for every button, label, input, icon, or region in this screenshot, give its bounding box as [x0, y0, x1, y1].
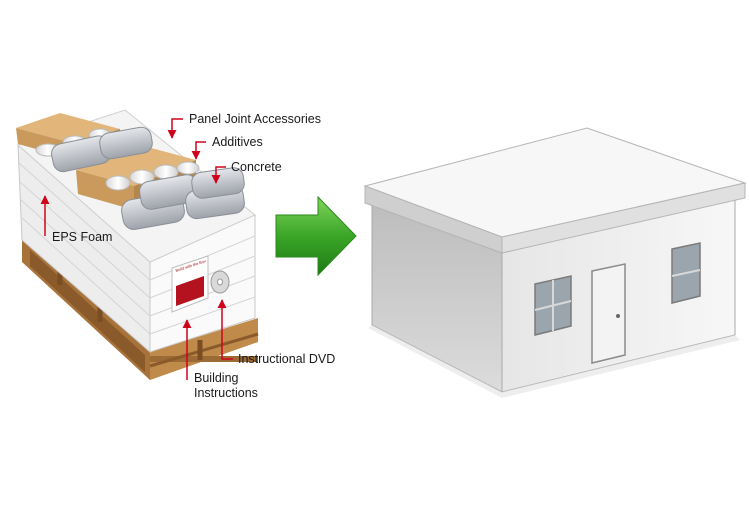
building-instructions-booklet: Build with the Box [171, 255, 209, 313]
label-building-instructions: Building Instructions [194, 371, 274, 401]
callout-arrows [40, 118, 233, 380]
label-building-line-2: Instructions [194, 386, 258, 400]
additive-cans [35, 128, 200, 191]
callout-additives [191, 141, 206, 160]
concrete-bags [51, 126, 245, 230]
transition-arrow-icon [275, 195, 357, 277]
house-window-right [671, 242, 701, 304]
label-instructional-dvd: Instructional DVD [238, 352, 336, 366]
callout-concrete [211, 166, 226, 184]
wooden-pallet [22, 238, 259, 380]
house-door [591, 263, 626, 364]
label-panel-joint-accessories: Panel Joint Accessories [189, 112, 322, 126]
callout-panel-joint-accessories [167, 118, 183, 139]
label-eps-foam: EPS Foam [52, 230, 113, 244]
instructional-dvd-disc [210, 270, 230, 294]
label-concrete: Concrete [231, 160, 282, 174]
label-additives: Additives [212, 135, 263, 149]
label-building-line-1: Building [194, 371, 239, 385]
house-window-left [534, 275, 572, 336]
pallet-kit: Build with the Box [16, 109, 259, 380]
callout-instructional-dvd [217, 299, 233, 360]
finished-house [363, 127, 747, 398]
